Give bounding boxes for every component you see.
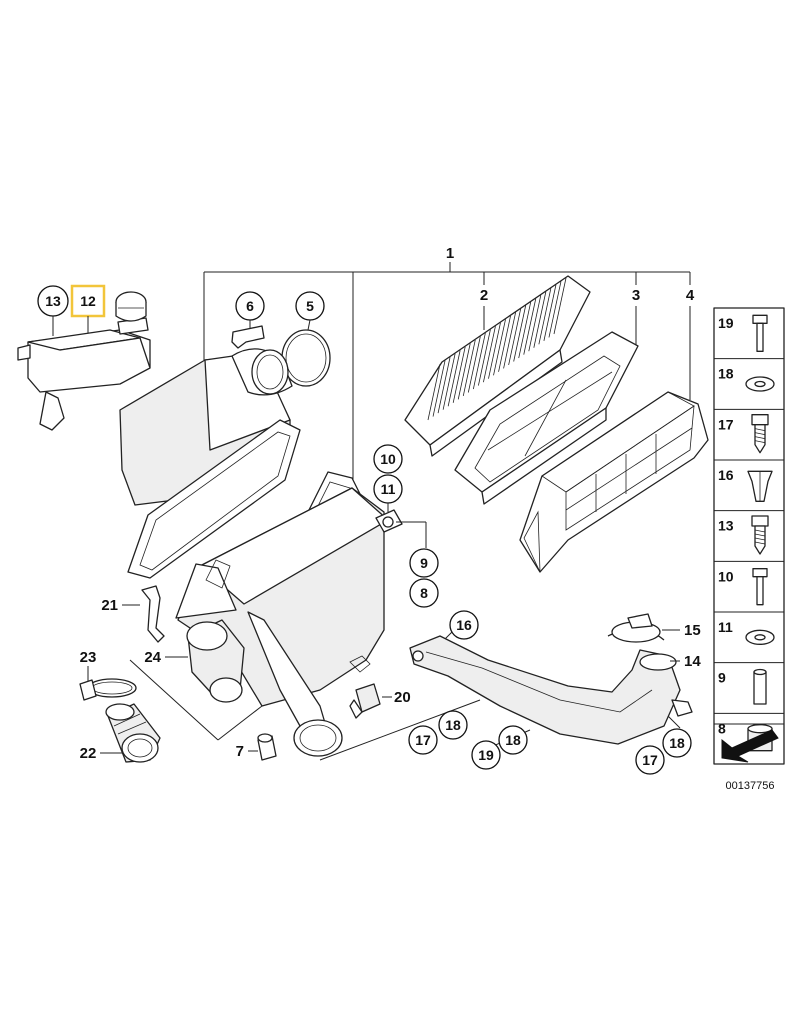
label-19a: 19 xyxy=(478,747,494,763)
part-23-clamp[interactable]: 23 xyxy=(79,649,137,701)
part-15-clamp[interactable]: 15 xyxy=(611,613,701,643)
legend-icon-17 xyxy=(751,414,769,454)
legend-label-9: 9 xyxy=(718,670,726,686)
legend-label-13: 13 xyxy=(718,518,734,534)
part-2-filter[interactable]: 2 xyxy=(404,275,591,457)
label-23: 23 xyxy=(80,649,97,666)
label-18c: 18 xyxy=(669,735,685,751)
legend-label-8: 8 xyxy=(718,720,726,736)
legend-icon-9 xyxy=(753,668,767,705)
part-22-bellows[interactable]: 22 xyxy=(80,703,161,763)
part-14-bellows[interactable]: 14 xyxy=(670,653,701,670)
label-3: 3 xyxy=(632,287,640,304)
small-parts-legend: 19 18 17 16 13 10 11 9 8 xyxy=(713,307,785,765)
part-24-intake-pipe[interactable]: 24 xyxy=(129,619,263,741)
label-6: 6 xyxy=(246,298,254,314)
label-5: 5 xyxy=(306,298,314,314)
part-6-clip[interactable]: 6 xyxy=(231,291,265,349)
label-21: 21 xyxy=(101,597,118,614)
label-17a: 17 xyxy=(415,732,431,748)
label-9: 9 xyxy=(420,555,428,571)
part-1-upper-housing[interactable] xyxy=(119,348,301,579)
legend-label-10: 10 xyxy=(718,568,734,584)
label-18a: 18 xyxy=(445,717,461,733)
legend-icon-18 xyxy=(745,376,775,392)
legend-label-18: 18 xyxy=(718,366,734,382)
legend-label-11: 11 xyxy=(718,619,733,635)
filter-pleats xyxy=(427,277,567,421)
label-10: 10 xyxy=(380,451,396,467)
part-5-ring[interactable]: 5 xyxy=(281,291,331,387)
label-8: 8 xyxy=(420,585,428,601)
label-4: 4 xyxy=(686,287,695,304)
legend-icon-19 xyxy=(752,314,768,352)
label-1: 1 xyxy=(446,245,454,262)
part-21-clip[interactable]: 21 xyxy=(101,585,165,643)
callouts-17-18-left: 17 18 xyxy=(319,699,481,761)
label-24: 24 xyxy=(144,649,161,666)
legend-label-19: 19 xyxy=(718,315,734,331)
callouts-10-11-9-8: 10 11 9 8 xyxy=(373,444,439,608)
label-17b: 17 xyxy=(642,752,658,768)
legend-icon-10 xyxy=(752,568,768,606)
label-18b: 18 xyxy=(505,732,521,748)
label-13: 13 xyxy=(45,293,61,309)
legend-label-16: 16 xyxy=(718,467,734,483)
part-20-grommet[interactable]: 20 xyxy=(349,683,411,719)
legend-icon-13 xyxy=(751,515,769,555)
part-3-filter-frame[interactable]: 3 xyxy=(454,287,640,505)
part-7-bush[interactable]: 7 xyxy=(236,733,277,761)
label-15: 15 xyxy=(684,622,701,639)
label-14: 14 xyxy=(684,653,701,670)
label-2: 2 xyxy=(480,287,488,304)
legend-label-17: 17 xyxy=(718,416,734,432)
part-12-tank[interactable]: 13 12 xyxy=(17,284,151,431)
part-4-filter-insert[interactable]: 4 xyxy=(519,287,709,573)
label-22: 22 xyxy=(80,745,97,762)
group-1-bracket: 1 xyxy=(203,245,691,480)
legend-icon-11 xyxy=(745,629,775,645)
label-20: 20 xyxy=(394,689,411,706)
legend-icon-16 xyxy=(747,470,773,502)
arrow-icon xyxy=(721,729,779,763)
label-7: 7 xyxy=(236,743,244,760)
callouts-19-18-17: 19 18 17 18 xyxy=(471,715,692,775)
label-11: 11 xyxy=(381,481,396,497)
label-16: 16 xyxy=(456,617,472,633)
diagram-part-number: 00137756 xyxy=(726,780,775,792)
label-12[interactable]: 12 xyxy=(80,293,96,309)
